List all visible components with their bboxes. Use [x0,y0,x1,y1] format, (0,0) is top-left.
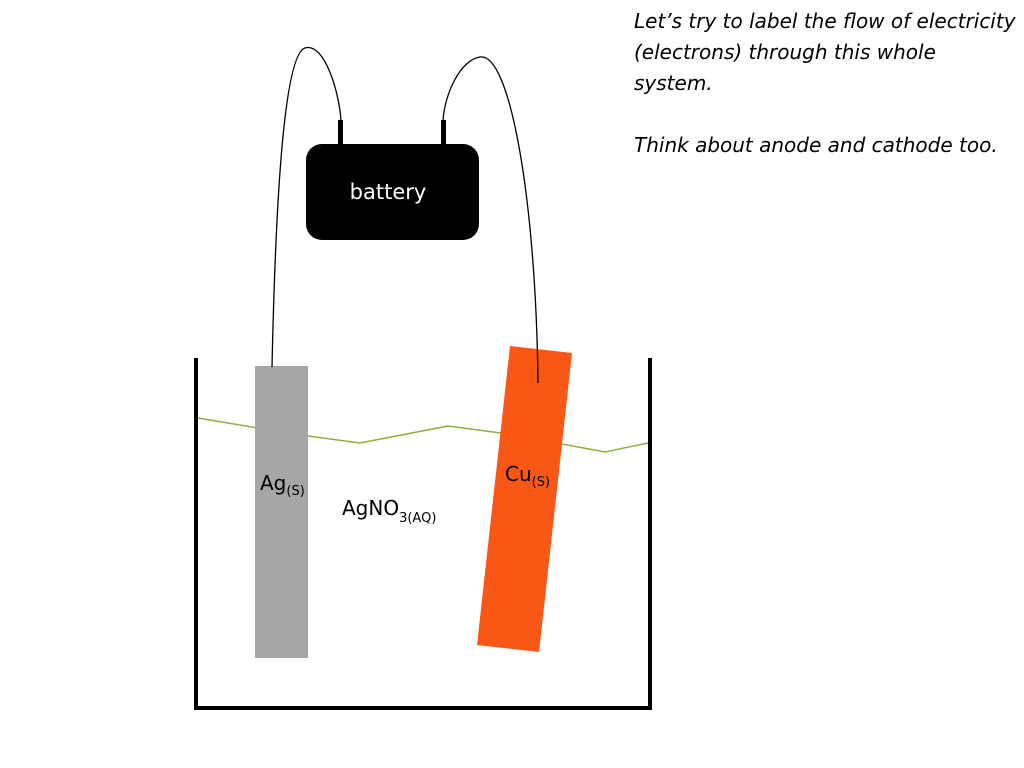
battery [306,144,479,240]
battery-terminal-right [441,120,446,146]
battery-terminal-left [338,120,343,146]
copper-label: Cu(S) [505,462,550,490]
battery-label: battery [350,180,427,204]
instruction-line-1: Let’s try to label the flow of electrici… [634,9,1016,95]
instruction-line-2: Think about anode and cathode too. [634,133,998,157]
silver-electrode [255,366,308,658]
wire-left [271,47,342,368]
silver-label: Ag(S) [260,471,305,499]
copper-state: (S) [532,475,550,490]
copper-symbol: Cu [505,462,532,486]
wire-right [442,56,539,384]
silver-state: (S) [286,484,304,499]
silver-symbol: Ag [260,471,286,495]
instruction-text: Let’s try to label the flow of electrici… [634,6,1019,161]
solution-formula: AgNO [342,496,399,520]
copper-electrode [477,346,572,652]
solution-label: AgNO3(AQ) [342,496,436,526]
solution-subscript: 3(AQ) [399,511,436,526]
beaker [194,358,652,710]
